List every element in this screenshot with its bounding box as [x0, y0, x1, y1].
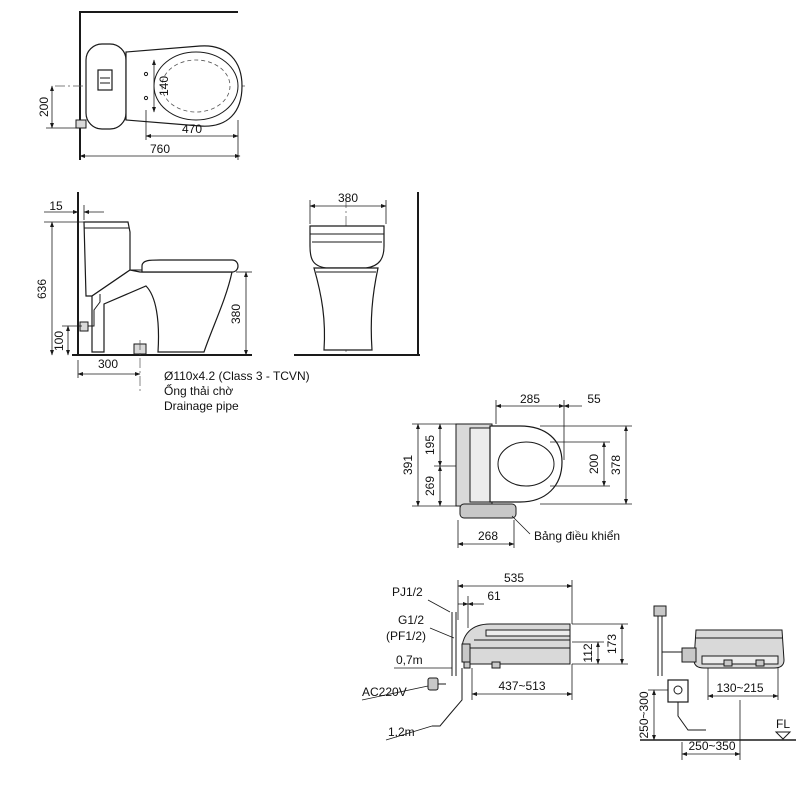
power-outlet — [667, 679, 689, 703]
seat-side-view: PJ1/2 G1/2 (PF1/2) 0,7m AC220V 1,2m 535 … — [361, 571, 628, 741]
dim-250-350-label: 250~350 — [688, 739, 735, 753]
dim-470-label: 470 — [182, 122, 202, 136]
control-panel — [459, 503, 517, 519]
seat-dim-200-label: 200 — [587, 454, 601, 474]
seat-ring-top — [489, 425, 563, 503]
wall-corner — [79, 11, 238, 160]
bowl-front — [313, 267, 379, 351]
tank-front — [309, 225, 385, 269]
dim-61-label: 61 — [487, 589, 501, 603]
dim-112-label: 112 — [581, 643, 595, 662]
pj-label: PJ1/2 — [392, 585, 423, 599]
cord-length-label: 1,2m — [388, 725, 415, 739]
pipe-label-vi: Ống thải chờ — [164, 383, 233, 398]
floor-label: FL — [776, 717, 790, 731]
hose-length-label: 0,7m — [396, 653, 423, 667]
pipe-spec: Ø110x4.2 (Class 3 - TCVN) — [164, 369, 310, 383]
side-view: 15 636 100 380 300 Ø110x4.2 (Class 3 - T… — [35, 192, 310, 413]
dim-200-label: 200 — [37, 97, 51, 117]
pf-label: (PF1/2) — [386, 629, 426, 643]
seat-dim-378-label: 378 — [609, 455, 623, 475]
top-view: 200 140 470 760 — [37, 11, 248, 160]
dim-437-513-label: 437~513 — [498, 679, 545, 693]
front-dim-380-label: 380 — [338, 191, 358, 205]
pipe-label-en: Drainage pipe — [164, 399, 239, 413]
dim-140-label: 140 — [157, 76, 171, 96]
bowl-top — [125, 45, 243, 127]
dim-760-label: 760 — [150, 142, 170, 156]
dim-130-215-label: 130~215 — [716, 681, 763, 695]
lid-side — [141, 259, 239, 273]
dim-380-label: 380 — [229, 304, 243, 324]
seat-opening-top — [497, 441, 555, 487]
dim-15-label: 15 — [49, 199, 63, 213]
seat-dim-285-label: 285 — [520, 392, 540, 406]
seat-back-view: 130~215 250~300 FL 250~350 — [637, 605, 796, 760]
dim-535-label: 535 — [504, 571, 524, 585]
power-cord — [432, 668, 463, 727]
seat-dim-391-label: 391 — [401, 455, 415, 475]
dim-250-300-label: 250~300 — [637, 691, 651, 738]
back-connector — [681, 647, 697, 663]
dim-300-label: 300 — [98, 357, 118, 371]
inlet-pipe — [82, 294, 101, 327]
seat-dim-269-label: 269 — [423, 476, 437, 496]
dim-636-label: 636 — [35, 279, 49, 299]
g-label: G1/2 — [398, 613, 424, 627]
front-view: 380 — [294, 191, 420, 356]
bowl-opening — [161, 59, 231, 113]
bowl-side — [91, 269, 233, 353]
flush-button — [97, 69, 113, 91]
dim-100-label: 100 — [52, 331, 66, 351]
power-plug — [427, 677, 439, 691]
dim-173-label: 173 — [605, 634, 619, 654]
seat-dim-55-label: 55 — [587, 392, 601, 406]
control-panel-label: Bảng điều khiển — [534, 529, 620, 543]
water-inlet — [75, 119, 87, 129]
power-label: AC220V — [362, 685, 407, 699]
seat-dim-195-label: 195 — [423, 435, 437, 455]
seat-top-view: 285 55 391 195 269 200 378 268 Bảng điều… — [401, 392, 632, 548]
seat-dim-268-label: 268 — [478, 529, 498, 543]
